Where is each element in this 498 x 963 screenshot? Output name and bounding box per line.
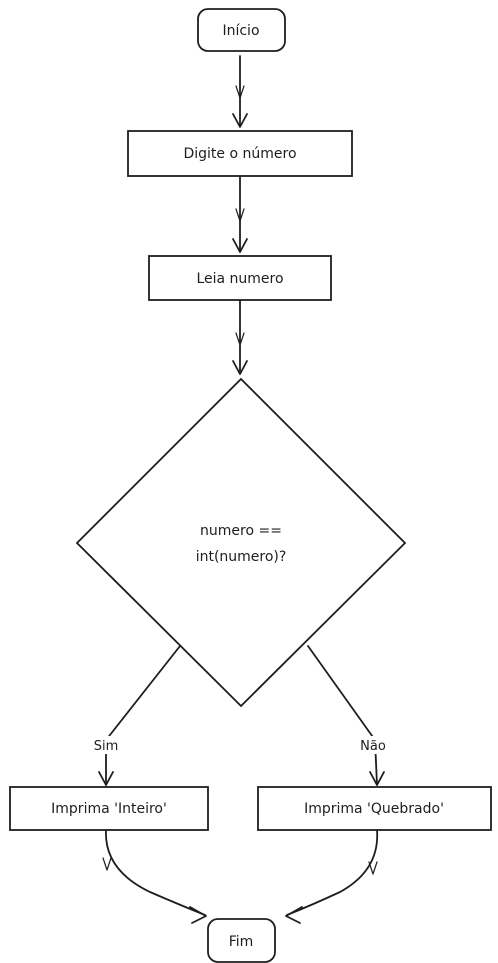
- start-node: Início: [197, 8, 286, 52]
- no-output-node: Imprima 'Quebrado': [257, 786, 492, 831]
- end-label: Fim: [229, 934, 254, 950]
- no-label: Não: [360, 739, 386, 754]
- yes-label-bg: [88, 736, 124, 754]
- no-label-bg: [353, 736, 393, 754]
- yes-label: Sim: [94, 739, 119, 754]
- decision-label-line2: int(numero)?: [196, 549, 287, 565]
- end-node-visible: Fim: [207, 918, 276, 963]
- edge-no-to-end: [285, 829, 379, 924]
- yes-output-label: Imprima 'Inteiro': [51, 801, 167, 817]
- edge-read-to-decision: [232, 299, 248, 375]
- edge-decision-to-no: [307, 645, 385, 786]
- edge-decision-to-yes: [98, 645, 181, 786]
- edge-prompt-to-read: [232, 175, 248, 253]
- prompt-node: Digite o número: [127, 130, 353, 177]
- yes-output-node: Imprima 'Inteiro': [9, 786, 209, 831]
- edge-start-to-prompt: [232, 55, 248, 128]
- start-label: Início: [222, 23, 259, 39]
- read-node: Leia numero: [148, 255, 332, 301]
- decision-label-line1: numero ==: [200, 523, 282, 539]
- edge-yes-to-end: [102, 829, 207, 924]
- decision-node: numero == int(numero)?: [75, 377, 407, 708]
- edges: [98, 55, 385, 924]
- no-output-label: Imprima 'Quebrado': [304, 801, 444, 817]
- read-label: Leia numero: [196, 271, 283, 287]
- prompt-label: Digite o número: [183, 146, 296, 162]
